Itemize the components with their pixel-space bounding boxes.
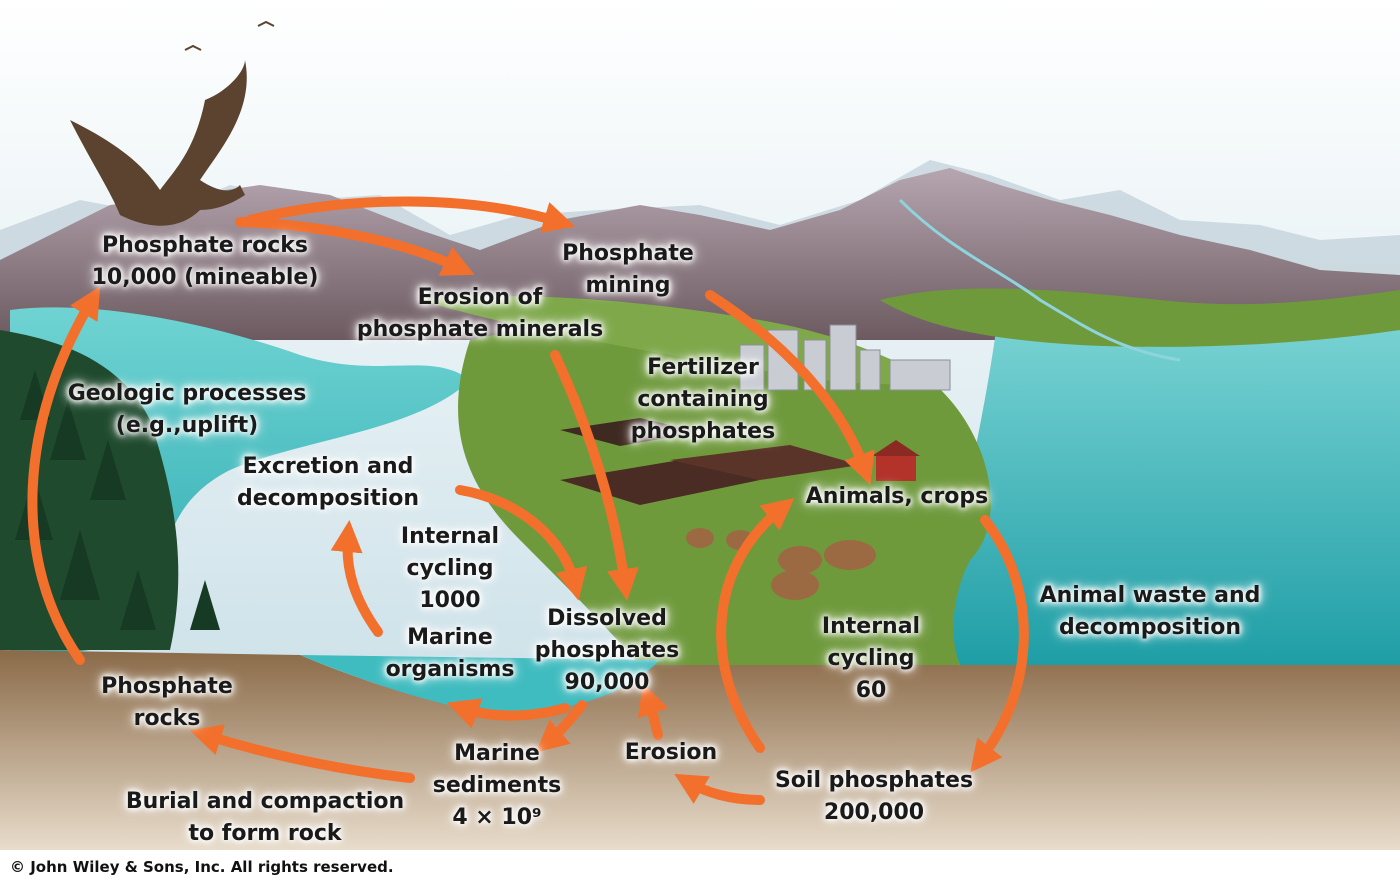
label-phosphate-rocks: Phosphate rocks xyxy=(101,674,233,731)
arrow-excretion-to-dissolved xyxy=(455,485,588,601)
arrow-rocks-to-mining xyxy=(245,196,576,233)
label-soil-phosphates: Soil phosphates 200,000 xyxy=(774,768,974,825)
arrow-animals-to-soil xyxy=(970,515,1029,773)
label-phosphate-mining: Phosphate mining xyxy=(562,241,694,298)
label-marine-sediments: Marine sediments 4 × 10⁹ xyxy=(432,741,562,830)
label-marine-organisms: Marine organisms xyxy=(385,625,515,682)
arrow-geologic-uplift xyxy=(27,286,101,665)
label-animal-waste: Animal waste and decomposition xyxy=(1039,583,1261,640)
sea xyxy=(950,300,1400,665)
arrow-dissolved-to-organisms xyxy=(446,698,570,729)
field xyxy=(560,418,700,446)
label-burial-and-compaction: Burial and compaction to form rock xyxy=(125,789,405,846)
label-erosion: Erosion xyxy=(624,740,718,765)
marine-basin xyxy=(300,655,660,713)
river xyxy=(898,198,1181,362)
label-geologic-processes: Geologic processes (e.g.,uplift) xyxy=(67,381,307,438)
cycle-arrows xyxy=(27,196,1029,805)
barn-icon xyxy=(872,440,920,481)
label-fertilizer: Fertilizer containing phosphates xyxy=(630,355,776,444)
arrow-rocks-to-erosion xyxy=(235,217,475,276)
hillside-green xyxy=(420,296,930,385)
label-internal-cycling-marine: Internal cycling 1000 xyxy=(400,524,500,613)
arrow-erosion-to-dissolved-up xyxy=(637,682,669,740)
arrow-erosion-to-dissolved xyxy=(550,350,639,601)
label-internal-cycling-land: Internal cycling 60 xyxy=(821,614,921,703)
far-shore-green xyxy=(880,288,1400,347)
arrow-burial-to-rocks xyxy=(189,724,415,783)
peninsula xyxy=(458,317,991,665)
label-erosion-of-phosphate-minerals: Erosion of phosphate minerals xyxy=(356,285,604,342)
bird-icon xyxy=(184,20,275,51)
field xyxy=(670,445,860,480)
soil xyxy=(0,650,1400,850)
arrow-soil-to-erosion xyxy=(674,773,765,805)
arrow-dissolved-to-sediments xyxy=(535,700,587,753)
label-phosphate-rocks-mineable: Phosphate rocks 10,000 (mineable) xyxy=(91,233,319,290)
arrow-soil-to-animals xyxy=(716,497,795,753)
copyright-credit: © John Wiley & Sons, Inc. All rights res… xyxy=(10,858,394,876)
arrow-mining-to-animals xyxy=(705,290,875,486)
eagle-icon xyxy=(70,60,247,226)
arrow-organisms-to-excretion xyxy=(330,520,383,637)
label-dissolved-phosphates: Dissolved phosphates 90,000 xyxy=(534,606,680,695)
label-excretion-and-decomposition: Excretion and decomposition xyxy=(236,454,420,511)
label-animals-crops: Animals, crops xyxy=(805,484,989,509)
